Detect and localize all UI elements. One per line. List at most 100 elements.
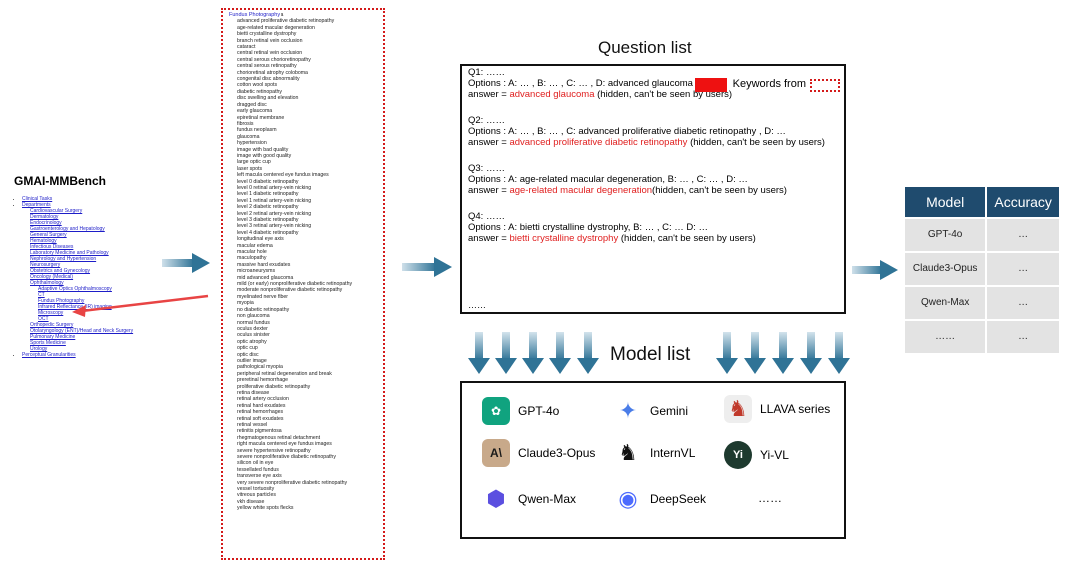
fundus-keyword-item: oculus dexter (237, 325, 268, 332)
question-label: Q3: …… (468, 163, 505, 174)
fundus-keyword-item: central serous retinopathy (237, 63, 297, 70)
department-item-label: Ophthalmology (30, 280, 64, 286)
keyword-color-swatch (694, 78, 727, 92)
ophthalmology-item[interactable]: Microscopy (38, 310, 204, 316)
fundus-keyword-item: level 0 retinal artery-vein nicking (237, 184, 312, 191)
accuracy-table: Model Accuracy GPT-4o…Claude3-Opus…Qwen-… (903, 185, 1061, 355)
department-item-label: General Surgery (30, 232, 67, 238)
fundus-keyword-item: congenital disc abnormality (237, 76, 300, 83)
answer-prefix: answer = (468, 137, 510, 149)
department-item[interactable]: Laboratory Medicine and Pathology (30, 250, 204, 256)
accuracy-value-cell: … (987, 253, 1059, 285)
department-item[interactable]: Oncology (Medical) (30, 274, 204, 280)
department-item[interactable]: Gastroenterology and Hepatology (30, 226, 204, 232)
department-item-label: Orthopedic Surgery (30, 322, 74, 328)
fundus-keyword-item: moderate nonproliferative diabetic retin… (237, 287, 343, 294)
tree-item-perceptual-granularities[interactable]: Perceptual Granularities (22, 352, 204, 358)
fundus-keyword-item: maculopathy (237, 255, 267, 262)
model-name: LLAVA series (760, 402, 831, 416)
fundus-keyword-item: right macula centered eye fundus images (237, 441, 332, 448)
fundus-keyword-item: no diabetic retinopathy (237, 306, 290, 313)
accuracy-row: Qwen-Max… (905, 287, 1059, 319)
ophthalmology-item-label: Fundus Photography (38, 298, 85, 304)
department-item[interactable]: Otolaryngology (ENT)/Head and Neck Surge… (30, 328, 204, 334)
fundus-keyword-item: longitudinal eye axis (237, 236, 284, 243)
fundus-keyword-item: bietti crystalline dystrophy (237, 31, 297, 38)
fundus-keyword-item: retinal soft exudates (237, 415, 284, 422)
question-label: Q4: …… (468, 211, 505, 222)
model-name: Claude3-Opus (518, 446, 596, 460)
answer-prefix: answer = (468, 185, 510, 197)
department-item[interactable]: Dermatology (30, 214, 204, 220)
down-arrow (495, 332, 517, 374)
down-arrow (577, 332, 599, 374)
fundus-keyword-item: level 1 diabetic retinopathy (237, 191, 299, 198)
department-item-label: Infectious Diseases (30, 244, 74, 250)
fundus-keyword-item: peripheral retinal degeneration and brea… (237, 370, 332, 377)
department-item[interactable]: Orthopedic Surgery (30, 322, 204, 328)
fundus-keyword-item: early glaucoma (237, 108, 273, 115)
fundus-keyword-item: tessellated fundus (237, 466, 279, 473)
accuracy-model-cell: Claude3-Opus (905, 253, 986, 285)
department-item[interactable]: Nephrology and Hypertension (30, 256, 204, 262)
department-item[interactable]: Cardiovascular Surgery (30, 208, 204, 214)
model-name: Yi-VL (760, 448, 789, 462)
question-item: Q2: ……Options : A: … , B: … , C: advance… (468, 115, 825, 149)
ophthalmology-item[interactable]: CT (38, 292, 204, 298)
department-item[interactable]: Endocrinology (30, 220, 204, 226)
department-item[interactable]: Hematology (30, 238, 204, 244)
fundus-keyword-item: large optic cup (237, 159, 271, 166)
question-answer: answer = age-related macular degeneratio… (468, 185, 787, 196)
flow-arrow-2 (402, 257, 452, 277)
down-arrow (744, 332, 766, 374)
fundus-keyword-item: optic atrophy (237, 338, 267, 345)
fundus-keyword-item: very severe nonproliferative diabetic re… (237, 479, 348, 486)
department-item-label: Endocrinology (30, 220, 62, 226)
department-item[interactable]: Urology (30, 346, 204, 352)
ophthalmology-item[interactable]: OCT (38, 316, 204, 322)
fundus-keyword-item: level 2 retinal artery-vein nicking (237, 210, 312, 217)
department-item[interactable]: Neurosurgery (30, 262, 204, 268)
department-item[interactable]: Infectious Diseases (30, 244, 204, 250)
fundus-keyword-item: myopia (237, 300, 254, 307)
fundus-keyword-item: level 4 diabetic retinopathy (237, 229, 299, 236)
fundus-panel-title: Fundus Photography (228, 12, 282, 18)
fundus-keyword-item: level 0 diabetic retinopathy (237, 178, 299, 185)
department-item-label: Otolaryngology (ENT)/Head and Neck Surge… (30, 328, 134, 334)
fundus-keyword-item: macular hole (237, 249, 267, 256)
fundus-keyword-item: mid advanced glaucoma (237, 274, 294, 281)
llava-icon: ♞ (724, 395, 752, 423)
answer-suffix: (hidden, can't be seen by users) (618, 233, 756, 245)
department-item[interactable]: Obstetrics and Gynecology (30, 268, 204, 274)
benchmark-panel: GMAI-MMBench Clinical Tasks Departments … (14, 174, 204, 358)
tree-item-departments[interactable]: Departments Cardiovascular SurgeryDermat… (22, 202, 204, 352)
fundus-keyword-list: advanced glaucomaadvanced proliferative … (237, 12, 383, 512)
fundus-keyword-item: oculus sinister (237, 332, 270, 339)
tree-item-clinical-tasks[interactable]: Clinical Tasks (22, 196, 204, 202)
answer-suffix: (hidden, can't be seen by users) (594, 89, 733, 101)
fundus-keyword-item: epiretinal membrane (237, 114, 285, 121)
fundus-keyword-item: optic disc (237, 351, 259, 358)
fundus-keyword-item: dragged disc (237, 101, 267, 108)
ophthalmology-item-label: CT (38, 292, 45, 298)
answer-prefix: answer = (468, 89, 510, 101)
flow-arrow-3 (852, 260, 898, 280)
down-arrow (522, 332, 544, 374)
fundus-keyword-item: image with good quality (237, 152, 292, 159)
ophthalmology-item-label: OCT (38, 316, 49, 322)
fundus-keyword-item: branch retinal vein occlusion (237, 37, 303, 44)
department-item[interactable]: General Surgery (30, 232, 204, 238)
answer-keyword: advanced proliferative diabetic retinopa… (509, 137, 688, 149)
question-list-box: Keywords from Q1: ……Options : A: … , B: … (460, 64, 846, 314)
accuracy-row: GPT-4o… (905, 219, 1059, 251)
fundus-keyword-item: cataract (237, 44, 256, 51)
department-item[interactable]: Pulmonary Medicine (30, 334, 204, 340)
department-item[interactable]: Sports Medicine (30, 340, 204, 346)
answer-suffix: (hidden, can't be seen by users) (652, 185, 787, 197)
ophthalmology-item[interactable]: Fundus Photography (38, 298, 204, 304)
model-name: Qwen-Max (518, 492, 577, 506)
ophthalmology-item[interactable]: Adaptive Optics Ophthalmoscopy (38, 286, 204, 292)
